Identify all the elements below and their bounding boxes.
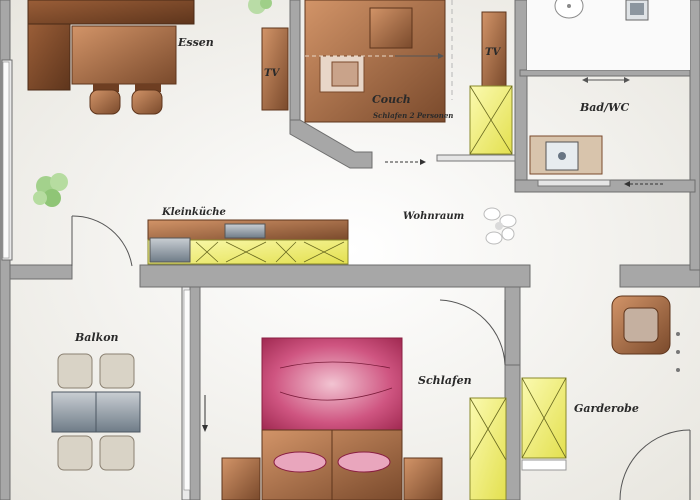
door-swing xyxy=(71,215,133,267)
room-label-kleinkueche: Kleinküche xyxy=(161,207,226,218)
room-label-essen: Essen xyxy=(177,36,214,49)
balcony-chair xyxy=(57,353,135,471)
wardrobe-cabinet xyxy=(521,377,567,459)
wall-hooks xyxy=(676,332,680,372)
sliding-door xyxy=(537,179,611,187)
bedroom: Schlafen xyxy=(202,299,507,500)
tv-unit: TV xyxy=(261,27,289,111)
bench xyxy=(27,23,71,91)
armchair xyxy=(611,295,671,355)
nightstand xyxy=(221,457,261,500)
sink-icon xyxy=(625,0,649,21)
window-left xyxy=(2,61,10,259)
tv-label: TV xyxy=(264,68,280,79)
couch-area: Couch Schlafen 2 Personen xyxy=(304,0,453,123)
door-swing xyxy=(619,429,691,500)
room-label-couch: Couch xyxy=(372,93,411,106)
tv-label: TV xyxy=(485,47,501,58)
window-balcony xyxy=(183,289,191,491)
balcony: Balkon xyxy=(51,331,141,471)
shower-icon xyxy=(529,135,603,175)
plant-icon xyxy=(248,0,272,14)
chair xyxy=(131,84,163,115)
wardrobe-room: Garderobe xyxy=(521,295,691,500)
room-label-schlafen: Schlafen xyxy=(418,374,472,387)
dining-area: Essen xyxy=(27,0,214,115)
room-label-garderobe: Garderobe xyxy=(574,402,639,415)
plant-icon xyxy=(33,173,68,207)
tv-unit: TV xyxy=(481,11,507,87)
sideboard xyxy=(27,0,195,25)
kitchenette: Kleinküche xyxy=(147,207,349,265)
cushion xyxy=(369,7,413,49)
toilet-icon xyxy=(554,0,584,19)
chair xyxy=(89,84,121,115)
wardrobe-cabinet xyxy=(469,85,513,155)
wardrobe-cabinet xyxy=(469,397,507,500)
nightstand xyxy=(403,457,443,500)
room-label-wohnraum: Wohnraum xyxy=(403,211,464,222)
dining-table xyxy=(71,25,177,85)
bed xyxy=(261,337,403,431)
sliding-door xyxy=(436,154,516,162)
room-note-couch: Schlafen 2 Personen xyxy=(373,111,453,120)
fan-icon xyxy=(483,207,517,245)
bathroom: Bad/WC xyxy=(527,0,690,187)
room-label-bad: Bad/WC xyxy=(579,101,629,114)
room-label-balkon: Balkon xyxy=(74,331,119,344)
door-swing xyxy=(439,299,506,366)
